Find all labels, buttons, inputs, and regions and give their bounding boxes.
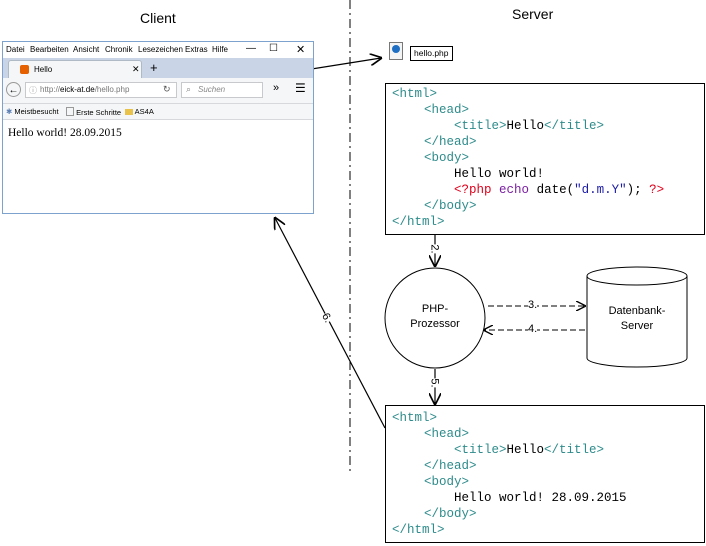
menu-item-ansicht[interactable]: Ansicht [73, 45, 100, 54]
bookmark-label: Meistbesucht [14, 107, 59, 116]
code-token: </title> [544, 443, 605, 457]
php-processor-circle [384, 267, 486, 369]
code-token: <?php [454, 183, 492, 197]
close-window-icon[interactable]: ✕ [296, 44, 306, 56]
database-label: Datenbank- Server [592, 304, 682, 334]
back-button-icon[interactable]: ← [6, 82, 21, 97]
menu-item-datei[interactable]: Datei [6, 45, 25, 54]
info-icon: ⓘ [29, 86, 37, 95]
bookmark-label: AS4A [134, 107, 154, 116]
code-token: ); [626, 183, 642, 197]
menu-item-extras[interactable]: Extras [185, 45, 208, 54]
bookmark-erste-schritte[interactable]: Erste Schritte [66, 107, 121, 117]
browser-window: Datei Bearbeiten Ansicht Chronik Lesezei… [2, 41, 314, 214]
database-cylinder [586, 276, 688, 368]
menu-bar: Datei Bearbeiten Ansicht Chronik Lesezei… [3, 42, 313, 58]
url-host: eick-at.de [60, 85, 95, 94]
html-output-code-box: <html> <head> <title>Hello</title> </hea… [385, 405, 705, 543]
code-line: </html> [392, 523, 445, 537]
code-line: </body> [424, 199, 477, 213]
code-token: Hello [506, 443, 545, 457]
php-processor-line2: Prozessor [410, 318, 460, 330]
url-text: http://eick-at.de/hello.php [40, 85, 129, 94]
php-processor-line1: PHP- [421, 303, 449, 315]
search-icon: ⌕ [186, 84, 192, 94]
code-line: <head> [424, 427, 470, 441]
firefox-page-icon [20, 65, 29, 74]
code-token: date( [536, 183, 575, 197]
tab-title: Hello [34, 65, 53, 74]
page-text: Hello world! 28.09.2015 [8, 127, 122, 139]
tab-hello[interactable]: Hello ✕ [8, 60, 142, 78]
tab-strip: Hello ✕ + [3, 58, 313, 78]
php-source-code-box: <html> <head> <title>Hello</title> </hea… [385, 83, 705, 235]
step-label-3: 3. [528, 299, 538, 311]
code-line: <title>Hello</title> [454, 118, 604, 134]
navigation-bar: ← ⓘ http://eick-at.de/hello.php ↻ ⌕ Such… [3, 78, 313, 104]
step-label-4: 4. [528, 323, 538, 335]
folder-icon [125, 109, 133, 115]
search-placeholder: Suchen [198, 85, 226, 94]
code-line: </body> [424, 507, 477, 521]
bookmark-meistbesucht[interactable]: ✱ Meistbesucht [6, 107, 59, 116]
code-token: <title> [454, 119, 507, 133]
page-icon [66, 107, 74, 116]
code-token: "d.m.Y" [574, 183, 627, 197]
code-line: <body> [424, 151, 470, 165]
code-line: <?php echo date("d.m.Y"); ?> [454, 182, 664, 198]
code-line: Hello world! [454, 167, 545, 181]
hamburger-menu-icon[interactable]: ☰ [295, 81, 306, 95]
step-label-5: 5. [428, 378, 441, 388]
code-token: echo [499, 183, 530, 197]
database-line1: Datenbank- [608, 305, 666, 317]
client-heading: Client [140, 10, 176, 26]
code-line: <body> [424, 475, 470, 489]
bookmarks-bar: ✱ Meistbesucht Erste Schritte AS4A [3, 104, 313, 120]
menu-item-lesezeichen[interactable]: Lesezeichen [138, 45, 183, 54]
tab-close-icon[interactable]: ✕ [132, 64, 140, 74]
maximize-icon[interactable]: ☐ [269, 43, 278, 54]
code-line: <html> [392, 87, 438, 101]
url-prefix: http:// [40, 85, 61, 94]
code-line: Hello world! 28.09.2015 [454, 491, 627, 505]
gear-icon: ✱ [6, 107, 13, 116]
step-label-2: 2. [428, 244, 441, 254]
url-path: /hello.php [94, 85, 130, 94]
reload-icon[interactable]: ↻ [163, 84, 171, 94]
url-field[interactable]: ⓘ http://eick-at.de/hello.php ↻ [25, 82, 177, 98]
search-field[interactable]: ⌕ Suchen [181, 82, 263, 98]
php-processor-label: PHP- Prozessor [395, 302, 475, 332]
code-line: <html> [392, 411, 438, 425]
code-token: Hello [506, 119, 545, 133]
code-line: </html> [392, 215, 445, 229]
menu-item-hilfe[interactable]: Hilfe [212, 45, 229, 54]
code-token: <title> [454, 443, 507, 457]
new-tab-button[interactable]: + [150, 60, 158, 75]
page-content: Hello world! 28.09.2015 [3, 120, 313, 213]
code-token: </title> [544, 119, 605, 133]
code-line: </head> [424, 135, 477, 149]
code-token: ?> [649, 183, 665, 197]
php-file-name: hello.php [410, 46, 453, 61]
menu-item-chronik[interactable]: Chronik [105, 45, 133, 54]
arrow-step-6 [275, 218, 386, 429]
bookmark-as4a[interactable]: AS4A [125, 107, 154, 116]
code-line: <title>Hello</title> [454, 442, 604, 458]
overflow-chevron-icon[interactable]: » [273, 82, 280, 94]
code-line: </head> [424, 459, 477, 473]
code-line: <head> [424, 103, 470, 117]
menu-item-bearbeiten[interactable]: Bearbeiten [30, 45, 69, 54]
php-file-icon [389, 42, 403, 60]
database-line2: Server [620, 320, 654, 332]
minimize-icon[interactable]: — [246, 43, 256, 54]
bookmark-label: Erste Schritte [76, 108, 122, 117]
server-heading: Server [512, 6, 554, 22]
